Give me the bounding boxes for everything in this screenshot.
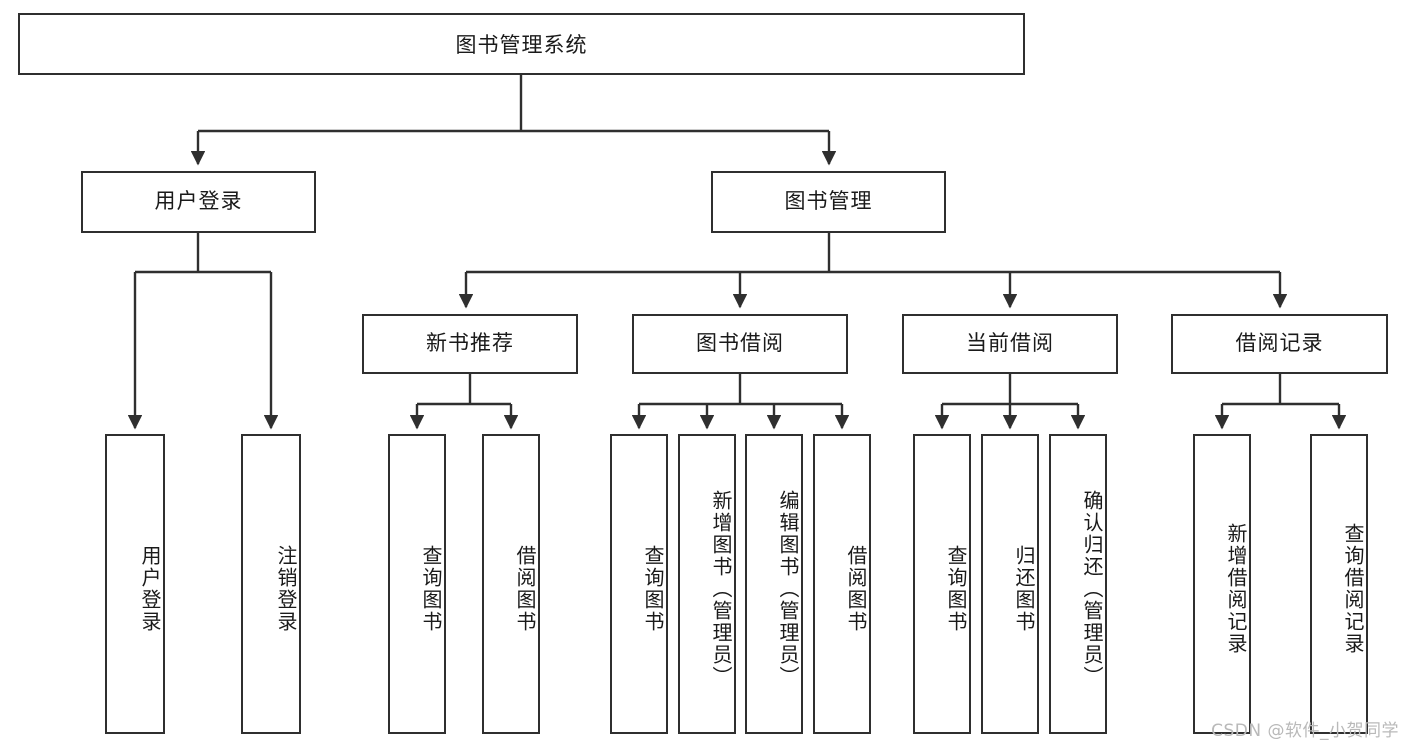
leaf-cb-confirm-return-admin-label: 确认归还（管理员）	[1080, 490, 1104, 688]
node-borrow-record[interactable]: 借阅记录	[1171, 314, 1388, 374]
node-book-borrow-label: 图书借阅	[696, 331, 784, 356]
node-book-management-label: 图书管理	[784, 189, 873, 214]
leaf-bb-edit-book-admin-label: 编辑图书（管理员）	[776, 490, 800, 688]
node-book-management[interactable]: 图书管理	[711, 171, 946, 233]
leaf-user-login-label: 用户登录	[138, 545, 162, 633]
node-borrow-record-label: 借阅记录	[1235, 331, 1324, 356]
node-new-book-recommend[interactable]: 新书推荐	[362, 314, 578, 374]
node-user-login-label: 用户登录	[154, 189, 243, 214]
node-current-borrow[interactable]: 当前借阅	[902, 314, 1118, 374]
leaf-bb-edit-book-admin[interactable]: 编辑图书（管理员）	[745, 434, 803, 734]
node-current-borrow-label: 当前借阅	[966, 331, 1054, 356]
leaf-cb-confirm-return-admin[interactable]: 确认归还（管理员）	[1049, 434, 1107, 734]
leaf-bb-borrow-book-label: 借阅图书	[844, 545, 868, 633]
leaf-bb-add-book-admin-label: 新增图书（管理员）	[709, 490, 733, 688]
leaf-bb-add-book-admin[interactable]: 新增图书（管理员）	[678, 434, 736, 734]
leaf-nb-query-book[interactable]: 查询图书	[388, 434, 446, 734]
leaf-nb-borrow-book-label: 借阅图书	[513, 545, 537, 633]
leaf-br-query-record-label: 查询借阅记录	[1341, 523, 1365, 655]
leaf-nb-query-book-label: 查询图书	[419, 545, 443, 633]
leaf-cb-query-book-label: 查询图书	[944, 545, 968, 633]
leaf-bb-borrow-book[interactable]: 借阅图书	[813, 434, 871, 734]
node-user-login[interactable]: 用户登录	[81, 171, 316, 233]
node-new-book-recommend-label: 新书推荐	[426, 331, 514, 356]
leaf-nb-borrow-book[interactable]: 借阅图书	[482, 434, 540, 734]
leaf-br-query-record[interactable]: 查询借阅记录	[1310, 434, 1368, 734]
leaf-br-add-record[interactable]: 新增借阅记录	[1193, 434, 1251, 734]
leaf-cb-query-book[interactable]: 查询图书	[913, 434, 971, 734]
leaf-logout[interactable]: 注销登录	[241, 434, 301, 734]
leaf-cb-return-book[interactable]: 归还图书	[981, 434, 1039, 734]
leaf-user-login[interactable]: 用户登录	[105, 434, 165, 734]
leaf-bb-query-book[interactable]: 查询图书	[610, 434, 668, 734]
leaf-br-add-record-label: 新增借阅记录	[1224, 523, 1248, 655]
node-book-borrow[interactable]: 图书借阅	[632, 314, 848, 374]
csdn-watermark: CSDN @软件_小贺同学	[1211, 721, 1399, 741]
node-root-label: 图书管理系统	[455, 33, 588, 57]
node-root-book-management-system[interactable]: 图书管理系统	[18, 13, 1025, 75]
leaf-bb-query-book-label: 查询图书	[641, 545, 665, 633]
leaf-logout-label: 注销登录	[274, 545, 298, 633]
leaf-cb-return-book-label: 归还图书	[1012, 545, 1036, 633]
